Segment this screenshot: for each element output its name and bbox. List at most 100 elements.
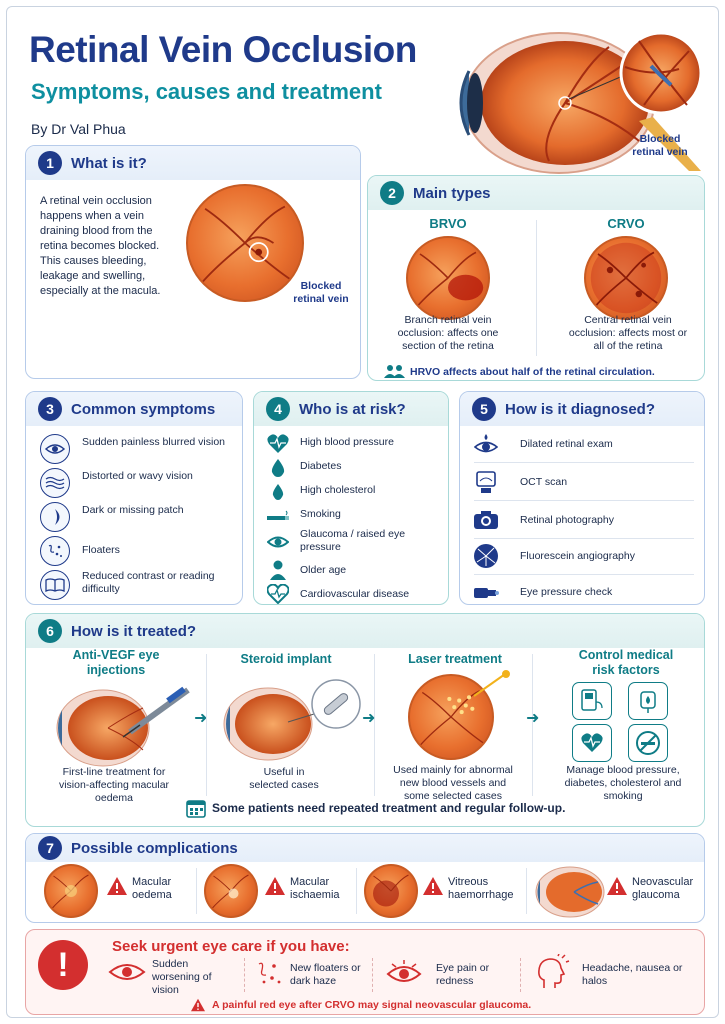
treatment-title: Anti-VEGF eye injections: [72, 648, 160, 677]
divider: [532, 654, 533, 796]
treatment-description: Used mainly for abnormal new blood vesse…: [393, 764, 513, 802]
urgent-item-label: New floaters or dark haze: [290, 962, 361, 987]
symptom-label: Distorted or wavy vision: [82, 470, 193, 482]
brvo-retina-image: [406, 236, 490, 320]
section-number: 5: [472, 397, 496, 421]
crvo-retina-image: [584, 236, 668, 320]
section-symptoms: 3 Common symptoms Sudden painless blurre…: [25, 391, 243, 605]
hrvo-note: HRVO affects about half of the retinal c…: [410, 366, 655, 378]
section-header: 4 Who is at risk?: [254, 392, 448, 426]
symptom-label: Reduced contrast or reading difficulty: [82, 570, 215, 595]
divider: [374, 654, 375, 796]
section-header: 7 Possible complications: [26, 834, 704, 862]
eye-blocked-vein-label: Blocked retinal vein: [632, 133, 688, 158]
section-title: How is it diagnosed?: [505, 400, 656, 418]
tonometer-icon: [472, 578, 500, 604]
section-header: 1 What is it?: [26, 146, 360, 180]
symptom-label: Floaters: [82, 544, 120, 556]
section-complications: 7 Possible complications Macular oedema …: [25, 833, 705, 923]
infographic-page: Retinal Vein Occlusion Symptoms, causes …: [6, 6, 719, 1018]
warning-triangle-icon: [264, 876, 286, 896]
section-main-types: 2 Main types BRVO Branch retinal vein oc…: [367, 175, 705, 381]
cigarette-icon: [264, 502, 292, 530]
warning-triangle-icon: [422, 876, 444, 896]
section-number: 7: [38, 836, 62, 860]
calendar-icon: [186, 798, 206, 818]
floaters-icon: [254, 960, 284, 988]
section-risk: 4 Who is at risk? High blood pressure Di…: [253, 391, 449, 605]
author: By Dr Val Phua: [31, 121, 126, 137]
arrow-right-icon: ➜: [526, 710, 540, 727]
heart-monitor-icon: [572, 724, 612, 762]
heart-line-icon: [264, 580, 292, 604]
floaters-icon: [40, 536, 70, 566]
section-title: Possible complications: [71, 839, 238, 857]
symptom-label: Dark or missing patch: [82, 504, 184, 516]
brvo-title: BRVO: [429, 216, 467, 231]
heart-pulse-icon: [264, 430, 292, 458]
divider: [536, 220, 537, 356]
section-header: 5 How is it diagnosed?: [460, 392, 704, 426]
brvo-description: Branch retinal vein occlusion: affects o…: [397, 314, 499, 352]
definition-text: A retinal vein occlusion happens when a …: [40, 195, 161, 297]
section-diagnosis: 5 How is it diagnosed? Dilated retinal e…: [459, 391, 705, 605]
arrow-right-icon: ➜: [194, 710, 208, 727]
headache-icon: [534, 953, 570, 990]
risk-label: Older age: [300, 564, 347, 576]
diagnosis-label: Dilated retinal exam: [520, 438, 613, 450]
treatment-description: Useful in selected cases: [249, 766, 319, 791]
camera-icon: [472, 506, 500, 534]
section-number: 3: [38, 397, 62, 421]
page-subtitle: Symptoms, causes and treatment: [31, 79, 382, 104]
blocked-vein-label: Blocked retinal vein: [293, 280, 349, 305]
diagnosis-label: OCT scan: [520, 476, 568, 488]
treatment-title: Steroid implant: [240, 652, 332, 666]
divider: [474, 500, 694, 501]
person-icon: [264, 556, 292, 584]
blood-drop-icon: [264, 454, 292, 482]
macular-ischaemia-image: [204, 864, 258, 918]
laser-beam-icon: [470, 670, 510, 700]
urgent-item-label: Sudden worsening of vision: [152, 958, 212, 996]
vitreous-haemorrhage-image: [364, 864, 418, 918]
steroid-implant-illustration: [218, 674, 368, 764]
diagnosis-label: Fluorescein angiography: [520, 550, 635, 562]
complication-label: Macular oedema: [132, 876, 172, 901]
section-number: 1: [38, 151, 62, 175]
eye-icon: [40, 434, 70, 464]
neovascular-glaucoma-eye-image: [532, 864, 606, 920]
urgent-care-box: ! Seek urgent eye care if you have: Sudd…: [25, 929, 705, 1015]
section-header: 3 Common symptoms: [26, 392, 242, 426]
cholesterol-drop-icon: [264, 478, 292, 506]
section-title: Main types: [413, 184, 491, 202]
diagnosis-label: Eye pressure check: [520, 586, 613, 598]
risk-label: Cardiovascular disease: [300, 588, 410, 600]
warning-triangle-icon: [606, 876, 628, 896]
crvo-description: Central retinal vein occlusion: affects …: [568, 314, 688, 352]
arrow-right-icon: ➜: [362, 710, 376, 727]
eye-pressure-icon: [264, 528, 292, 556]
page-title: Retinal Vein Occlusion: [29, 29, 417, 70]
section-number: 6: [38, 619, 62, 643]
divider: [526, 868, 527, 914]
complication-label: Neovascular glaucoma: [632, 876, 694, 901]
treatment-description: First-line treatment for vision-affectin…: [58, 766, 170, 804]
divider: [372, 958, 373, 992]
warning-triangle-icon: [106, 876, 128, 896]
oct-scanner-icon: [472, 468, 500, 496]
section-title: Common symptoms: [71, 400, 216, 418]
urgent-item-label: Headache, nausea or halos: [582, 962, 683, 987]
divider: [474, 462, 694, 463]
eye-cross-section-illustration: [439, 21, 711, 181]
treatment-description: Manage blood pressure, diabetes, cholest…: [564, 764, 682, 802]
exclamation-icon: !: [38, 940, 88, 990]
section-treatment: 6 How is it treated? Anti-VEGF eye injec…: [25, 613, 705, 827]
risk-label: High blood pressure: [300, 436, 394, 448]
divider: [206, 654, 207, 796]
glucose-meter-icon: [572, 682, 612, 720]
symptom-label: Sudden painless blurred vision: [82, 436, 226, 448]
blood-bag-icon: [628, 682, 668, 720]
dilated-eye-icon: [472, 430, 500, 458]
injection-illustration: [48, 680, 198, 770]
section-header: 6 How is it treated?: [26, 614, 704, 648]
